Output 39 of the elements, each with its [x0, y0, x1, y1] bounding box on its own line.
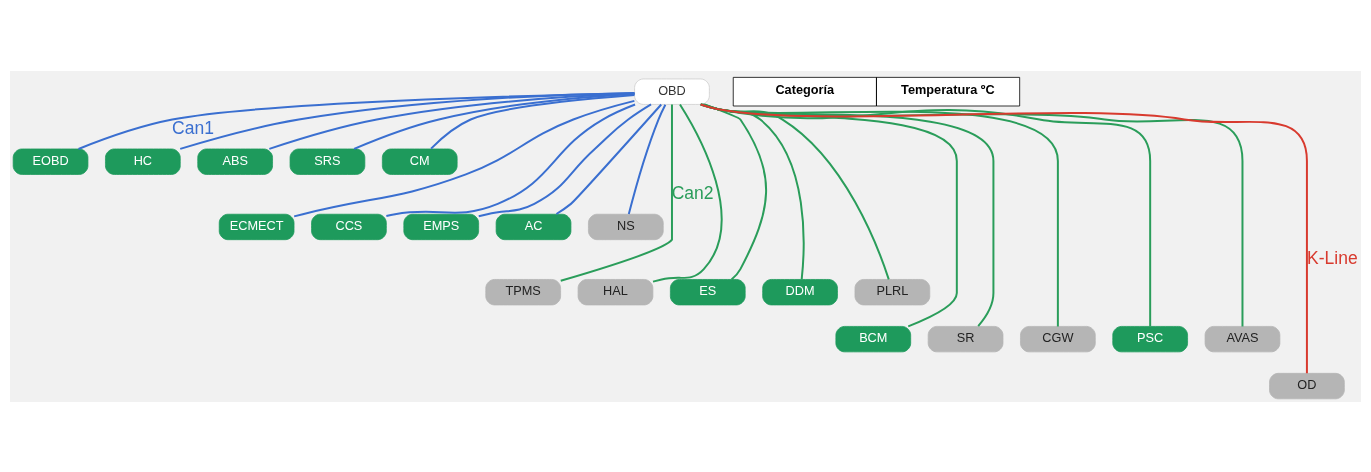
node-box: CGW	[1020, 325, 1096, 352]
edge-label: K-Line	[1307, 247, 1358, 268]
connector	[385, 103, 637, 217]
connector	[430, 93, 636, 150]
connector	[179, 91, 636, 150]
node-box: NS	[588, 213, 664, 240]
node-box: ECMECT	[218, 213, 295, 240]
node-box: ABS	[197, 148, 273, 175]
connector	[268, 92, 636, 150]
connector	[652, 102, 723, 283]
node-box: OD	[1269, 372, 1345, 399]
connector	[293, 99, 636, 217]
connector	[555, 103, 663, 215]
node-box: SRS	[289, 148, 366, 175]
node-box: BCM	[835, 325, 912, 352]
node-box: ES	[670, 278, 746, 305]
label: Temperatura ºC	[901, 81, 995, 97]
node-box: EOBD	[12, 148, 89, 175]
connector	[77, 91, 636, 150]
node-box: AVAS	[1204, 325, 1281, 352]
node-box: HAL	[577, 278, 654, 305]
node-box: PSC	[1112, 325, 1188, 352]
node-box: TPMS	[485, 278, 561, 305]
node-box: SR	[927, 325, 1004, 352]
node-box: CCS	[311, 213, 387, 240]
connector	[627, 103, 667, 215]
node-box: HC	[105, 148, 181, 175]
node-box: OBD	[634, 78, 710, 105]
connector	[559, 103, 673, 282]
label: Categoría	[775, 81, 835, 97]
node-box: PLRL	[854, 278, 931, 305]
node-box: CM	[381, 148, 458, 175]
node-box: DDM	[762, 278, 838, 305]
edge-label: Can1	[172, 117, 214, 138]
node-box: AC	[495, 213, 572, 240]
connector	[699, 102, 1308, 374]
node-box: EMPS	[403, 213, 480, 240]
connector	[477, 102, 652, 217]
connector	[353, 92, 636, 150]
